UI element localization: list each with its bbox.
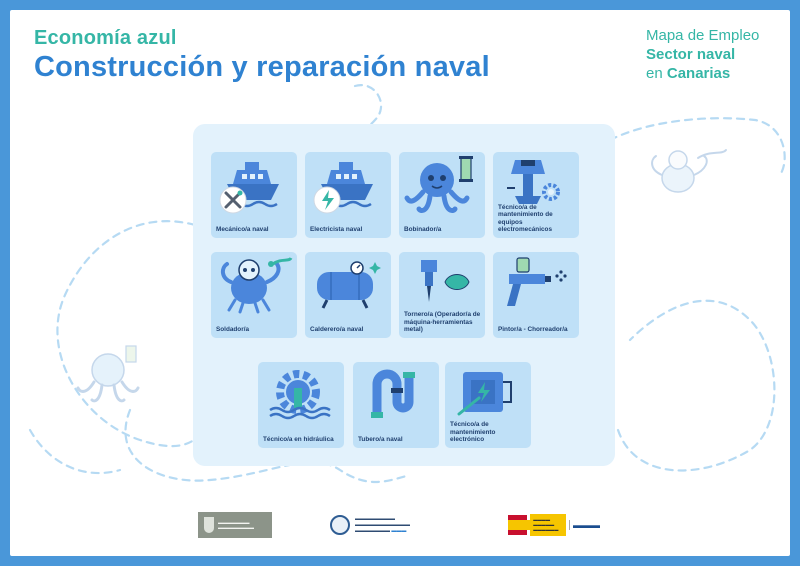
page-title: Construcción y reparación naval [34,51,490,83]
boiler-tank-icon [317,261,381,309]
card-tecnico-electromecanico[interactable]: Técnico/a de mantenimiento de equipos el… [493,152,579,238]
octopus-spool-icon [404,156,473,213]
card-bobinador[interactable]: Bobinador/a [399,152,485,238]
outboard-motor-gear-icon [507,160,560,204]
card-label: Tornero/a (Operador/a de máquina-herrami… [404,311,481,333]
seal-icon [330,515,350,535]
gobierno-canarias-logo: ▬▬▬▬▬▬▬▬▬▬▬▬▬▬▬ [198,512,272,538]
card-electricista-naval[interactable]: Electricista naval [305,152,391,238]
card-label: Pintor/a - Chorreador/a [498,325,568,333]
card-label: Técnico/a de mantenimiento electrónico [450,421,496,443]
spain-flag-icon [508,515,531,535]
card-label: Mecánico/a naval [216,225,269,233]
card-label: Soldador/a [216,325,250,333]
spray-gun-icon [507,257,567,306]
card-soldador[interactable]: Soldador/a [211,252,297,338]
card-label: Electricista naval [310,225,363,233]
card-tecnico-hidraulica[interactable]: Técnico/a en hidráulica [258,362,344,448]
card-label: Calderero/a naval [310,325,364,333]
occupations-panel: Mecánico/a naval Electricista naval [193,124,615,466]
octopus-watermark-icon [76,345,140,403]
crab-watermark-icon [651,149,727,193]
card-pintor-chorreador[interactable]: Pintor/a - Chorreador/a [493,252,579,338]
logo-text: ▬▬▬▬▬▬▬▬▬▬▬▬▬▬▬ [218,519,254,531]
ship-lightning-icon [313,162,373,214]
ship-wrench-icon [219,162,279,214]
map-title-line-3: en Canarias [646,65,731,82]
section-subtitle: Economía azul [34,27,177,49]
map-title-line-1: Mapa de Empleo [646,27,760,44]
card-calderero-naval[interactable]: Calderero/a naval [305,252,391,338]
electronic-board-icon [457,372,512,416]
ministry-banner: ▬▬▬▬▬▬▬▬▬▬▬▬▬▬▬ [530,514,566,536]
gear-water-icon [269,370,331,420]
map-title-line-2: Sector naval [646,46,736,63]
card-label: Técnico/a en hidráulica [263,435,334,443]
map-title: Mapa de Empleo Sector naval en Canarias [646,26,786,83]
logo-text: ▬▬▬▬▬▬▬▬▬▬▬▬▬▬▬▬▬▬▬▬▬▬▬▬▬▬ ▬▬▬ [355,516,410,534]
gobierno-espana-sepe-logo: ▬▬▬▬▬▬▬▬▬▬▬▬▬▬▬ ▬▬▬ [508,512,600,538]
card-mecanico-naval[interactable]: Mecánico/a naval [211,152,297,238]
card-tecnico-mantenimiento-electronico[interactable]: Técnico/a de mantenimiento electrónico [445,362,531,448]
pipe-icon [371,369,415,418]
poster-page: Economía azul Construcción y reparación … [10,10,790,556]
observatorio-logo: ▬▬▬▬▬▬▬▬▬▬▬▬▬▬▬▬▬▬▬▬▬▬▬▬▬▬ ▬▬▬ [330,512,460,538]
card-tubero-naval[interactable]: Tubero/a naval [353,362,439,448]
drill-press-icon [421,260,470,302]
sepe-logo: ▬▬▬ [569,520,600,530]
card-label: Técnico/a de mantenimiento de equipos el… [498,204,553,233]
shield-icon [204,517,214,533]
card-label: Bobinador/a [404,225,442,233]
crab-welder-icon [220,257,293,314]
card-tornero[interactable]: Tornero/a (Operador/a de máquina-herrami… [399,252,485,338]
card-label: Tubero/a naval [358,435,403,443]
